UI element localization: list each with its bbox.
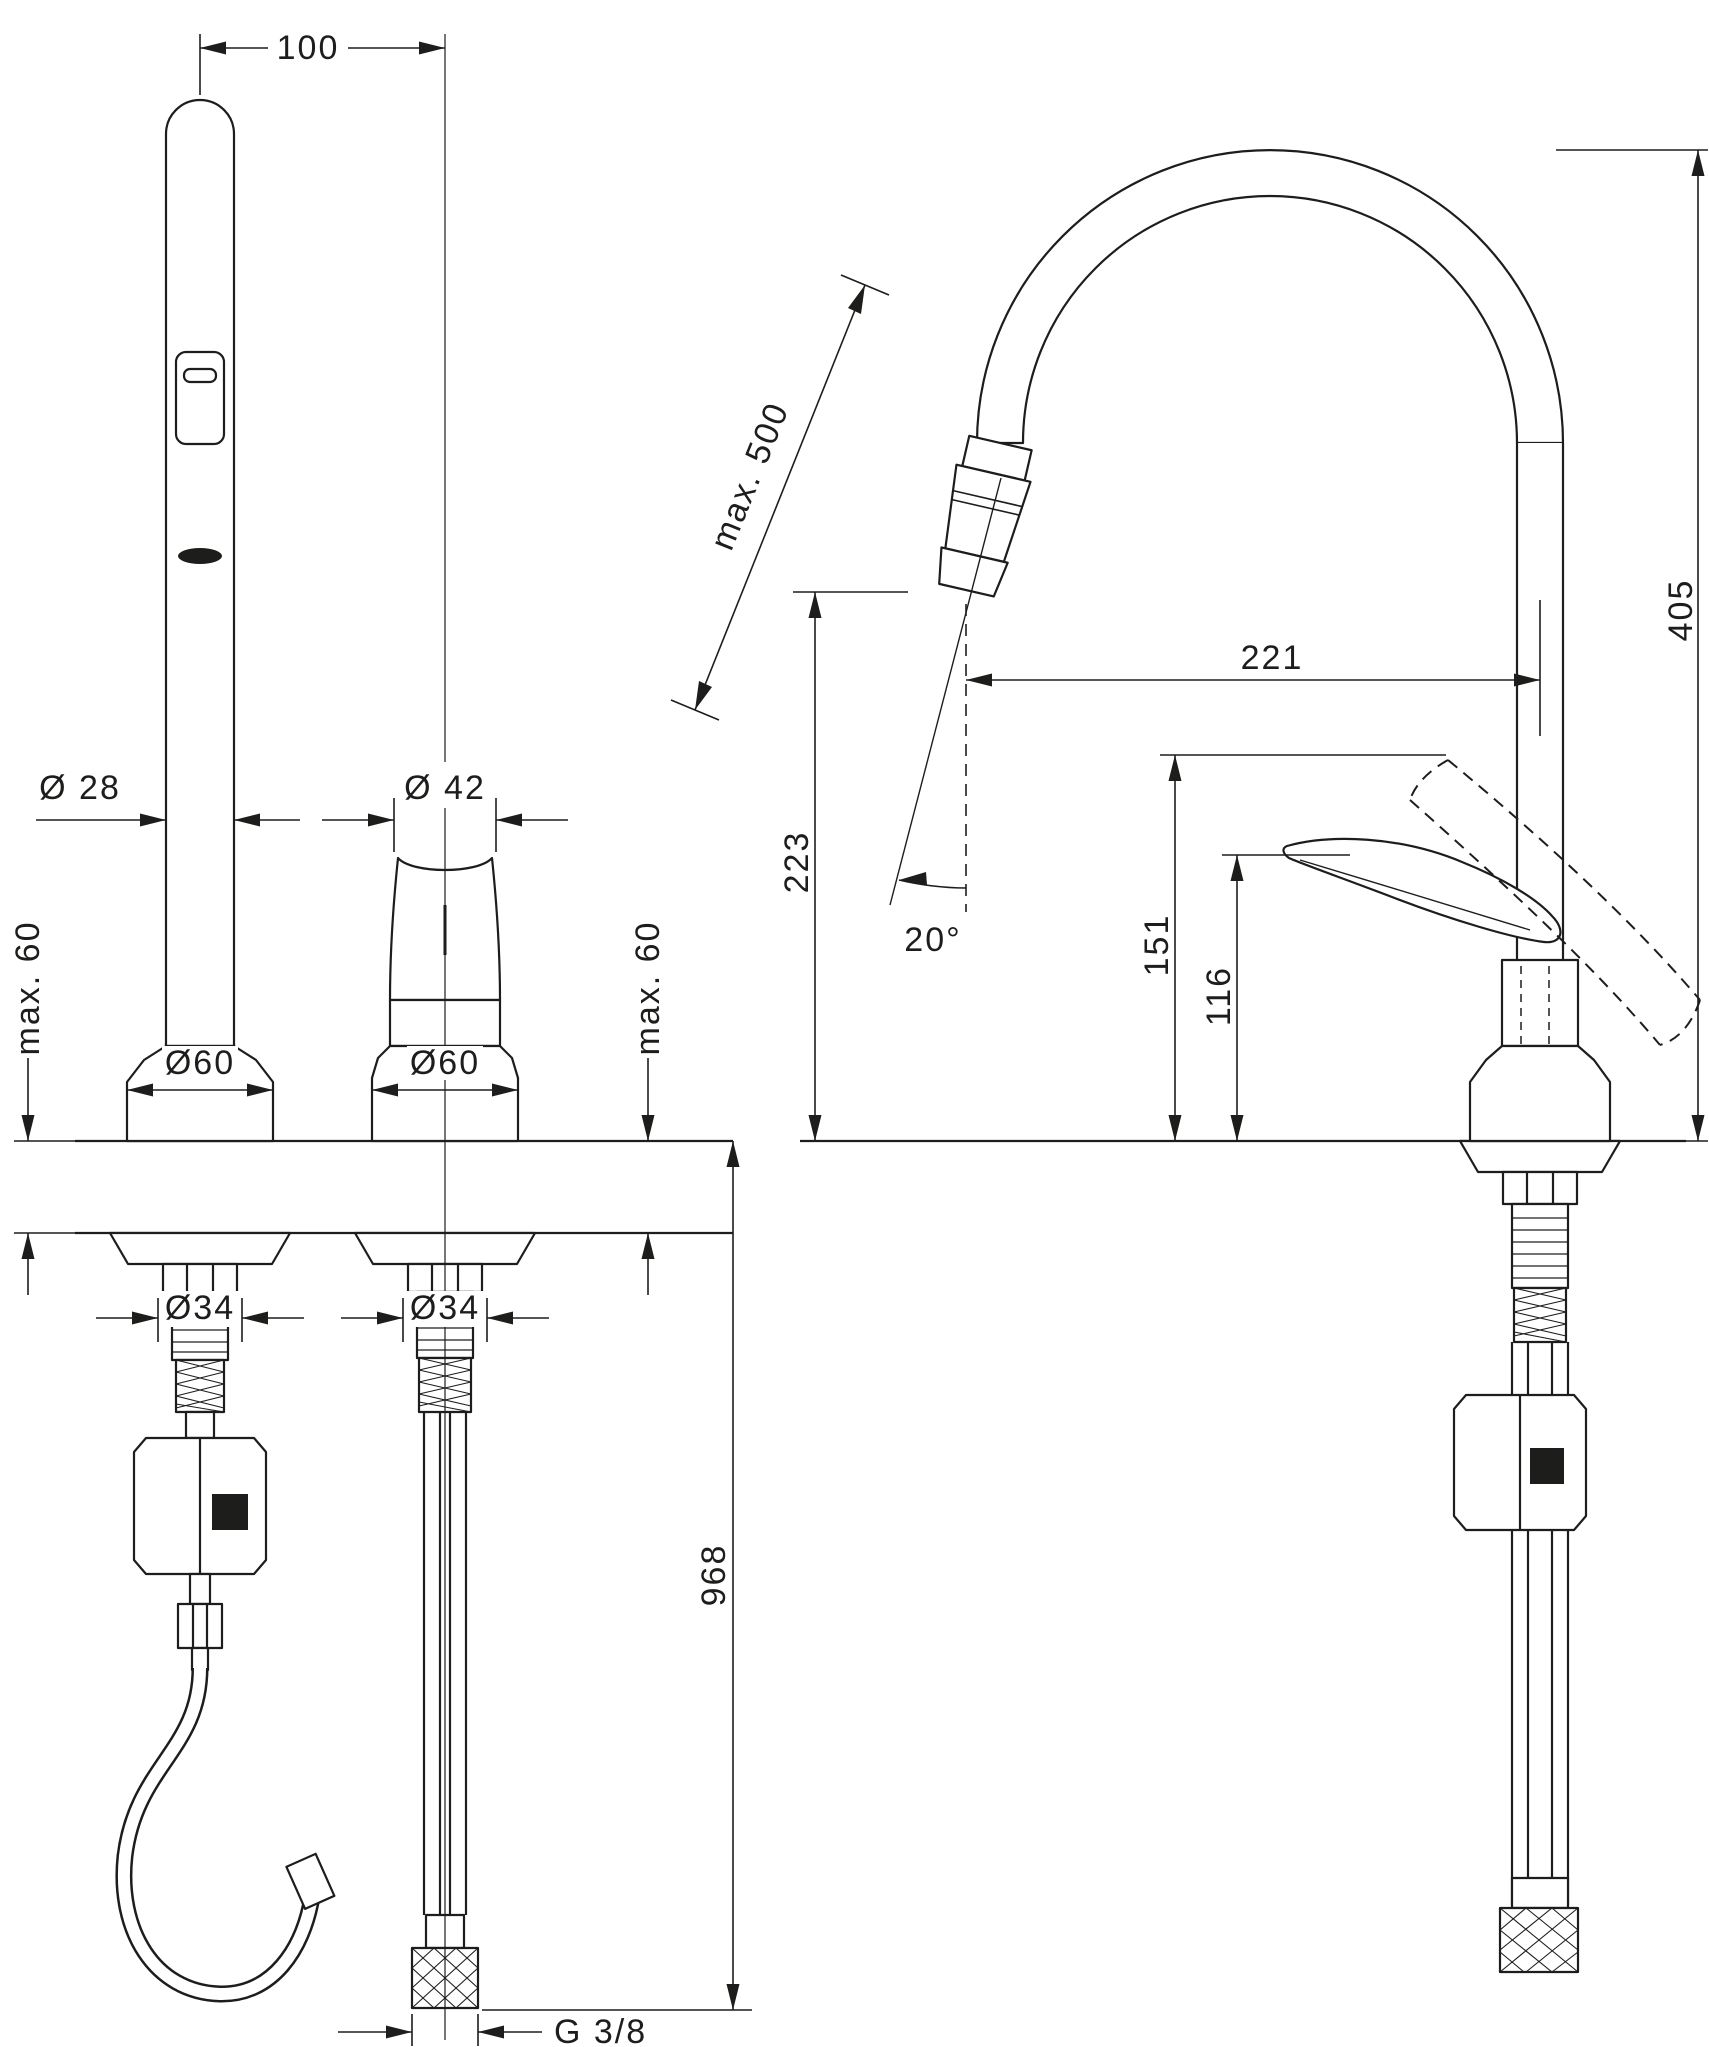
dim-spout-diameter: Ø 28 xyxy=(36,769,300,827)
dim-thread-label: G 3/8 xyxy=(554,2013,647,2047)
hose-end-fitting xyxy=(285,1852,336,1910)
dim-outlet-height-label: 223 xyxy=(778,831,816,894)
spray-head xyxy=(938,434,1033,598)
gooseneck-spout xyxy=(975,148,1565,445)
dim-base-diameter-left: Ø60 xyxy=(127,1044,273,1097)
coupling-nut xyxy=(176,1602,224,1650)
check-valve-window xyxy=(1530,1448,1564,1484)
pullout-hose-inner xyxy=(117,1667,318,2001)
dim-reach-label: 221 xyxy=(1241,639,1304,677)
dim-hole-diameter-right-label: Ø34 xyxy=(410,1289,480,1327)
pullout-hose-outer xyxy=(115,1667,321,2003)
locknut xyxy=(1501,1170,1579,1206)
dim-base-diameter-right: Ø60 xyxy=(372,1044,518,1097)
lever-handle xyxy=(1282,837,1562,944)
stabilizer-washer-left xyxy=(108,1231,292,1266)
supply-hoses xyxy=(1510,1342,1570,1905)
tube-mid xyxy=(188,1572,212,1606)
dim-outlet-height: 223 xyxy=(778,591,908,1141)
spray-head-face xyxy=(938,546,1009,598)
fitting-collar xyxy=(1510,1876,1570,1910)
spray-slot xyxy=(182,367,218,384)
locknut-left-facets xyxy=(185,1264,215,1294)
shank-threads xyxy=(1512,1217,1568,1279)
braid-left-lattice xyxy=(175,1359,225,1413)
spray-pipe xyxy=(164,98,236,1048)
mixer-body xyxy=(1500,958,1580,1048)
dim-height: 405 xyxy=(1556,149,1708,1142)
dim-spacing-label: 100 xyxy=(277,29,340,67)
dim-height-label: 405 xyxy=(1662,579,1700,642)
dim-base-diameter-right-label: Ø60 xyxy=(410,1044,480,1082)
spray-window xyxy=(174,350,226,446)
dim-hole-diameter-left-label: Ø34 xyxy=(165,1289,235,1327)
locknut-facets xyxy=(1525,1172,1555,1204)
spray-head-bands xyxy=(951,489,1023,517)
dim-hose-length-label: 968 xyxy=(695,1544,733,1607)
shank xyxy=(1510,1202,1570,1290)
braid-lattice xyxy=(1513,1287,1567,1343)
tube-upper xyxy=(184,1410,216,1440)
countertop-lines xyxy=(75,1139,733,1235)
dim-spout-diameter-label: Ø 28 xyxy=(39,769,121,807)
dim-max-thickness-right-label: max. 60 xyxy=(629,921,667,1056)
dim-angle-label: 20° xyxy=(904,921,961,959)
dim-angle: 20° xyxy=(889,477,1002,959)
check-valve-window xyxy=(212,1494,248,1530)
dim-lever-height: 116 xyxy=(1200,854,1350,1141)
lever-handle-accent xyxy=(1299,859,1531,931)
dim-handle-height: 151 xyxy=(1138,754,1446,1141)
braid xyxy=(1512,1286,1568,1344)
locknut-left xyxy=(161,1262,239,1296)
dim-spacing: 100 xyxy=(199,29,445,95)
dim-max-thickness-right: max. 60 xyxy=(629,921,667,1295)
side-view xyxy=(800,148,1701,1974)
aerator-slot xyxy=(178,548,222,564)
dim-base-diameter-left-label: Ø60 xyxy=(165,1044,235,1082)
dim-max-thickness-left-label: max. 60 xyxy=(9,921,47,1056)
dim-thread: G 3/8 xyxy=(338,2013,647,2047)
dim-handle-diameter-label: Ø 42 xyxy=(404,769,486,807)
tube-lower xyxy=(190,1646,210,1672)
coupling-nut-facets xyxy=(191,1604,209,1648)
dim-lever-height-label: 116 xyxy=(1200,966,1238,1026)
riser-pipe xyxy=(1515,443,1565,960)
supply-hoses xyxy=(422,1412,468,1915)
dim-hole-diameter-left: Ø34 xyxy=(96,1289,304,1342)
stabilizer-washer xyxy=(1458,1139,1622,1174)
dim-handle-height-label: 151 xyxy=(1138,914,1176,977)
dim-reach: 221 xyxy=(966,600,1541,736)
dim-pullout: max. 500 xyxy=(670,274,890,721)
dim-max-thickness-left: max. 60 xyxy=(9,921,76,1295)
mixer-base xyxy=(1468,1044,1612,1143)
dim-hole-diameter-right: Ø34 xyxy=(341,1289,549,1342)
dim-hose-length: 968 xyxy=(482,1141,752,2011)
locknut-right-facets xyxy=(430,1264,460,1292)
front-view-dimensions: 100 Ø 28 Ø 42 max. 60 max. 60 xyxy=(9,29,752,2047)
dim-handle-diameter: Ø 42 xyxy=(322,769,568,852)
dim-pullout-label: max. 500 xyxy=(703,397,797,556)
g38-fitting-hatch xyxy=(1499,1907,1579,1973)
